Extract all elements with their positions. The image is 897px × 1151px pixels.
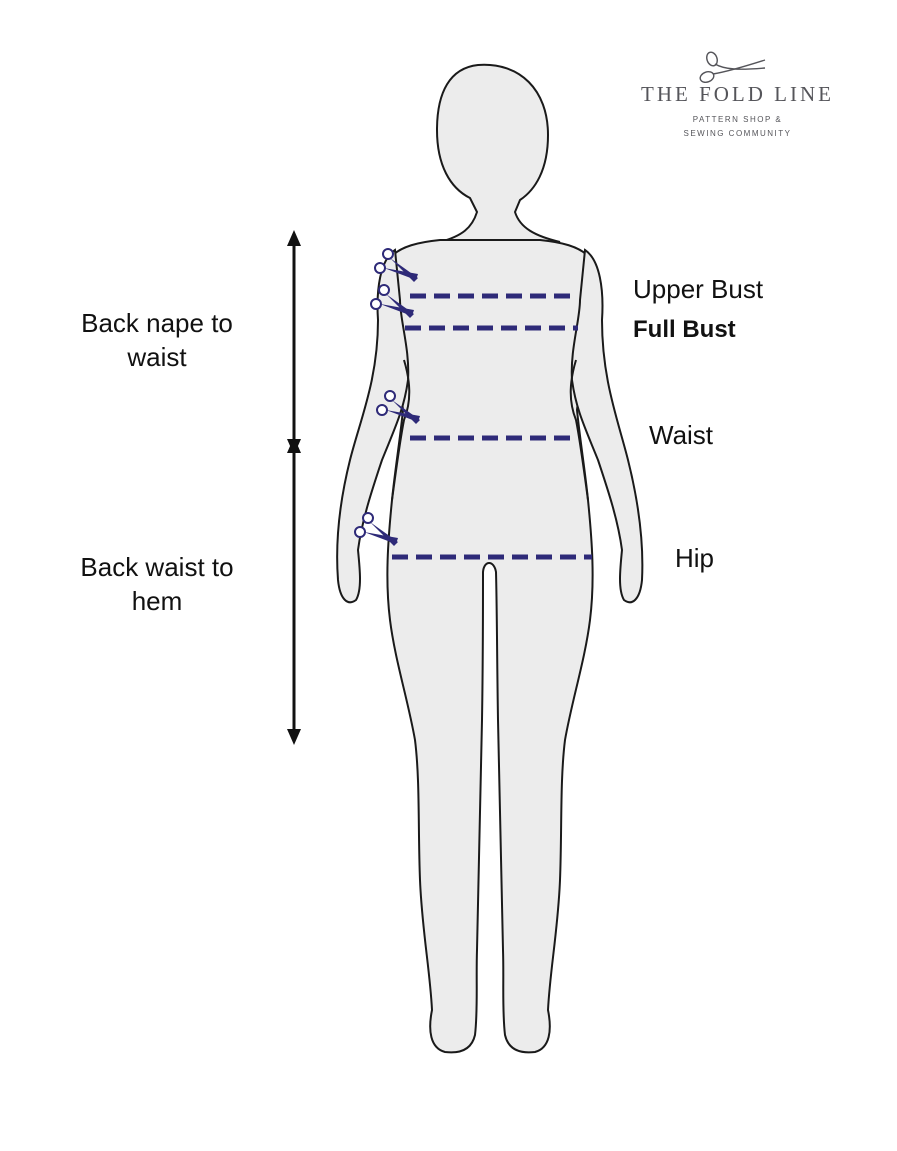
upper-bust-label: Upper Bust: [633, 274, 764, 304]
head: [435, 63, 561, 243]
waist-to-hem-label: Back waist to hem: [42, 550, 272, 618]
brand-subtitle-1: PATTERN SHOP &: [692, 115, 783, 124]
waist-to-hem-line1: Back waist to: [80, 552, 234, 582]
scissors-icon: [699, 51, 766, 83]
body-silhouette: [336, 63, 644, 1054]
hip-label: Hip: [675, 543, 715, 573]
arm-inner-lines: [391, 359, 589, 501]
brand-logo: THE FOLD LINE PATTERN SHOP & SEWING COMM…: [615, 50, 860, 141]
right-arm: [570, 248, 644, 604]
nape-to-waist-line1: Back nape to: [81, 308, 233, 338]
left-arm: [336, 248, 410, 604]
brand-subtitle-2: SEWING COMMUNITY: [683, 129, 792, 138]
nape-to-waist-line2: waist: [127, 342, 187, 372]
torso-legs: [380, 239, 600, 1054]
waist-to-hem-line2: hem: [131, 586, 183, 616]
length-arrows: [287, 230, 301, 745]
waist-label: Waist: [649, 420, 714, 450]
nape-to-waist-label: Back nape to waist: [42, 306, 272, 374]
full-bust-label: Full Bust: [633, 316, 736, 343]
measurement-lines: [392, 293, 592, 560]
brand-title: THE FOLD LINE: [641, 82, 834, 106]
